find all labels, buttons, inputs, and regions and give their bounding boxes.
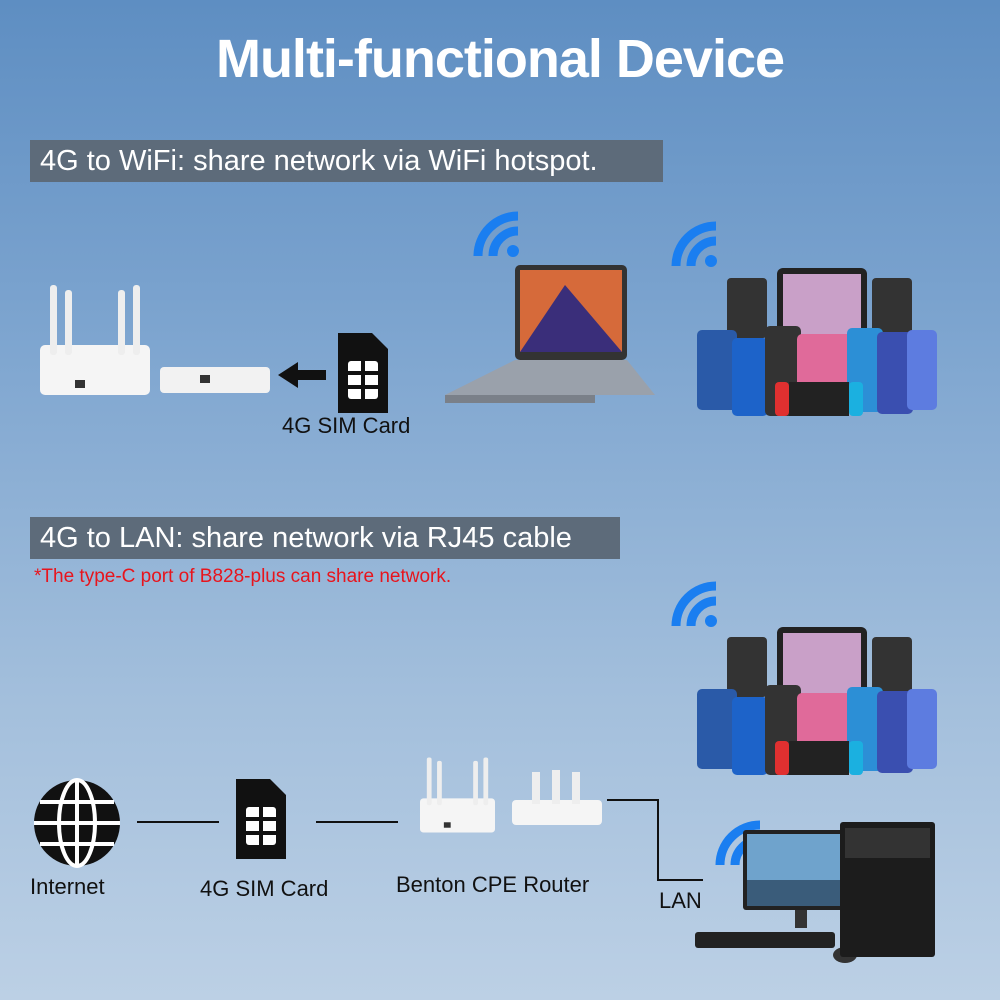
router-back-ports xyxy=(160,367,270,393)
wifi-icon xyxy=(666,216,726,276)
sim-card-icon xyxy=(338,333,390,415)
connector-line xyxy=(137,821,219,823)
lan-label: LAN xyxy=(659,888,702,913)
wifi-icon xyxy=(468,206,528,266)
router-side-image xyxy=(512,770,602,825)
page-title: Multi-functional Device xyxy=(215,29,785,89)
router-b828 xyxy=(40,285,150,395)
section-wifi-heading: 4G to WiFi: share network via WiFi hotsp… xyxy=(30,140,663,182)
router-label: Benton CPE Router xyxy=(396,872,590,897)
devices-group-image xyxy=(697,627,937,775)
sim-card-label: 4G SIM Card xyxy=(200,876,329,901)
lan-cable-line xyxy=(607,799,659,801)
globe-icon xyxy=(34,778,120,868)
sim-card-label: 4G SIM Card xyxy=(282,413,411,438)
lan-cable-line xyxy=(657,799,659,881)
type-c-note: *The type-C port of B828-plus can share … xyxy=(34,566,452,587)
arrow-left-icon xyxy=(278,362,326,388)
router-front-image xyxy=(420,757,495,833)
devices-group-image xyxy=(697,268,937,416)
lan-cable-line xyxy=(657,879,703,881)
desktop-pc-image xyxy=(695,822,935,963)
sim-card-icon xyxy=(236,779,288,861)
connector-line xyxy=(316,821,398,823)
section-lan-heading: 4G to LAN: share network via RJ45 cable xyxy=(30,517,620,559)
internet-label: Internet xyxy=(30,874,105,899)
laptop-image xyxy=(445,265,655,403)
